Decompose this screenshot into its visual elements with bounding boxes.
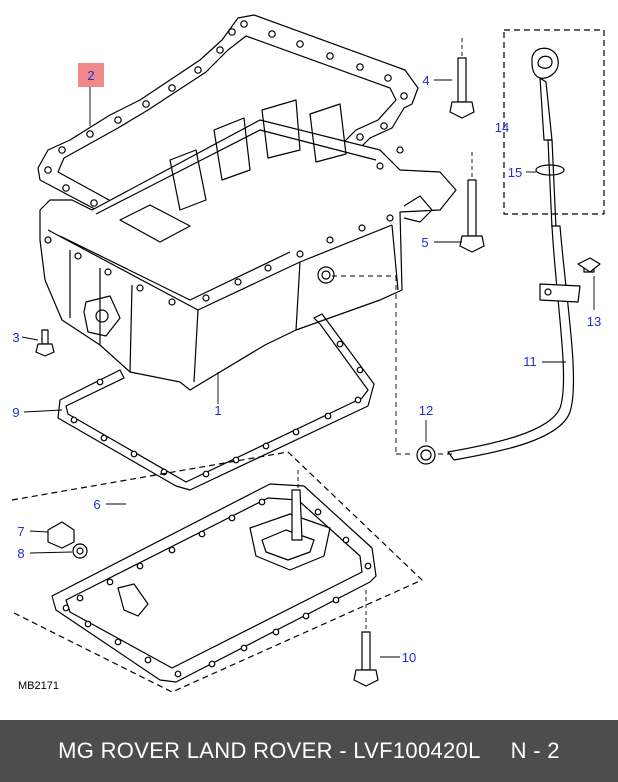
bolt-part-4 [449,57,475,119]
footer-bar: MG ROVER LAND ROVER - LVF100420L N - 2 [0,720,618,782]
callout-2[interactable]: 2 [87,68,94,83]
callout-9[interactable]: 9 [12,405,19,420]
callout-14[interactable]: 14 [495,120,509,135]
callout-13[interactable]: 13 [587,314,601,329]
lower-gasket [57,313,375,491]
diagram-code: MB2171 [18,680,59,692]
washer-part-8 [72,543,88,559]
leader-lines [21,38,595,658]
footer-page-number: N - 2 [510,738,560,763]
callout-8[interactable]: 8 [17,546,24,561]
callout-10[interactable]: 10 [402,650,416,665]
dipstick-assembly [416,29,605,465]
exploded-parts-diagram: 2 4 14 15 5 13 3 11 1 9 12 6 7 8 10 MB21… [11,14,605,693]
bolt-part-10 [353,631,379,687]
callout-7[interactable]: 7 [17,524,24,539]
callout-1[interactable]: 1 [214,403,221,418]
sump-tray [11,451,423,693]
callout-6[interactable]: 6 [93,497,100,512]
highlighted-callout-box [78,63,104,87]
callout-4[interactable]: 4 [422,73,429,88]
bolt-part-3 [35,329,55,357]
callout-3[interactable]: 3 [12,330,19,345]
callout-15[interactable]: 15 [508,165,522,180]
callout-11[interactable]: 11 [523,354,537,369]
bolt-part-5 [459,179,485,253]
drain-plug-part-7 [47,521,75,549]
footer-brand-text: MG ROVER LAND ROVER - LVF100420L [58,738,481,763]
callout-5[interactable]: 5 [421,235,428,250]
bolt-part-13 [577,257,601,273]
callout-12[interactable]: 12 [419,403,433,418]
oil-pan-body [39,99,457,391]
